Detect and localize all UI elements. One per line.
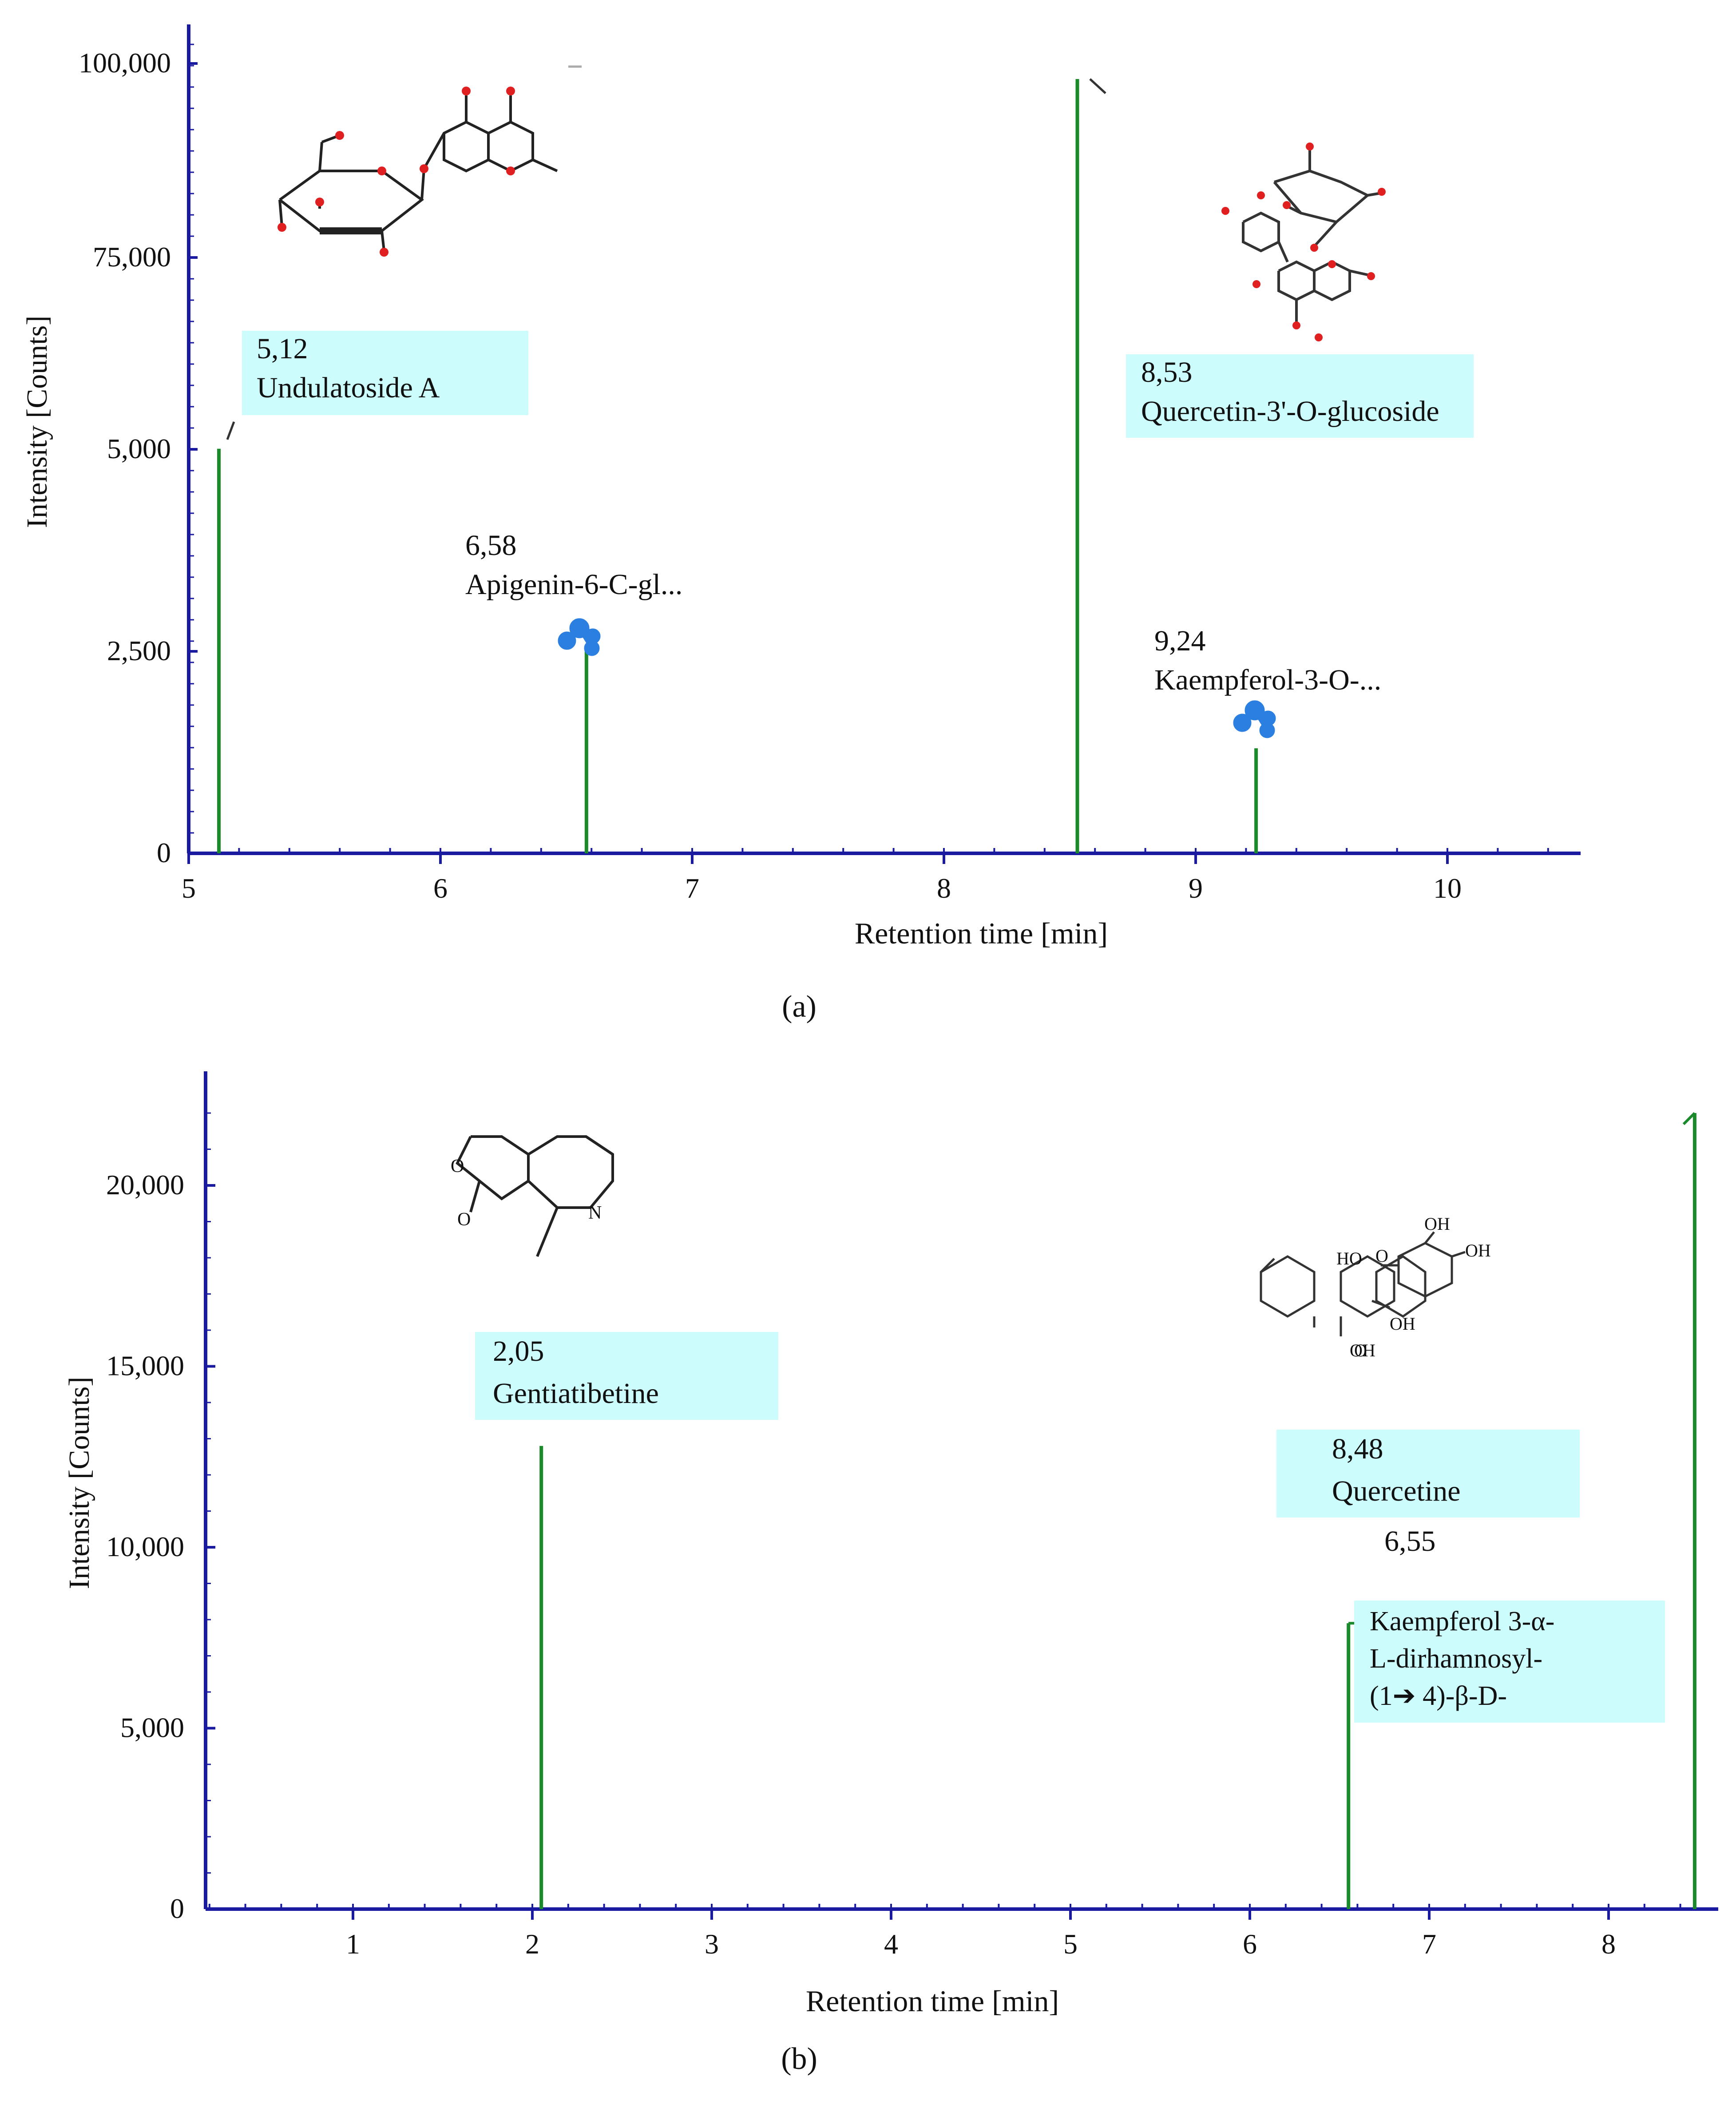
y-axis-b-label: Intensity [Counts]: [63, 1377, 95, 1589]
undulatoside-structure: [277, 87, 558, 257]
panel-b-chart: 1 2 3 4 5 6 7 8 0 5,000 10,000 15,000 20,000 Retent…: [63, 1071, 1718, 2018]
panel-b-label: (b): [781, 2042, 817, 2076]
peak-compound-label: Kaempferol 3-α- L-dirhamnosyl- (1➔ 4)-β-D-: [1370, 1606, 1554, 1711]
peak-compound-label: Quercetin-3'-O-glucoside: [1141, 395, 1439, 428]
x-tick-label: 1: [346, 1928, 360, 1960]
x-tick-label: 8: [937, 872, 951, 904]
x-tick-label: 5: [1063, 1928, 1078, 1960]
peak-cap: [1682, 1112, 1696, 1125]
label-line: (1➔ 4)-β-D-: [1370, 1681, 1507, 1711]
peak-rt-label: 2,05: [493, 1335, 544, 1367]
oxygen-atom: O: [457, 1209, 471, 1230]
y-axis-b-ticks: 0 5,000 10,000 15,000 20,000: [106, 1112, 215, 1924]
x-tick-label: 6: [1243, 1928, 1257, 1960]
x-axis-a-label: Retention time [min]: [855, 916, 1108, 950]
x-tick-label: 7: [1422, 1928, 1436, 1960]
x-axis-b-minor-ticks: [208, 1904, 1681, 1909]
x-tick-label: 7: [685, 872, 699, 904]
label-line: Kaempferol 3-α-: [1370, 1606, 1554, 1636]
y-tick-label: 15,000: [106, 1350, 184, 1382]
peak-rt-label: 9,24: [1154, 625, 1206, 657]
peak-rt-label: 6,55: [1384, 1525, 1436, 1557]
y-tick-label: 0: [170, 1893, 184, 1924]
quercetin-structure: OH OH HO O OH OH O: [1260, 1214, 1491, 1360]
x-axis-a-minor-ticks: [188, 848, 1549, 853]
nitrogen-atom: N: [588, 1203, 602, 1223]
peak-compound-label: Undulatoside A: [257, 372, 440, 404]
atom-label: OH: [1424, 1214, 1450, 1234]
gentiatibetine-structure: O O N: [451, 1135, 614, 1257]
y-tick-label: 20,000: [106, 1169, 184, 1201]
peak-label-box-quercetine: [1276, 1430, 1580, 1518]
atom-label: OH: [1350, 1340, 1375, 1360]
x-axis-b-label: Retention time [min]: [806, 1984, 1059, 2018]
x-tick-label: 9: [1189, 872, 1203, 904]
y-tick-label: 2,500: [107, 635, 171, 666]
atom-label: O: [1354, 1340, 1367, 1360]
peak-rt-label: 5,12: [257, 333, 308, 365]
x-tick-label: 4: [884, 1928, 898, 1960]
oxygen-atom: O: [451, 1156, 464, 1177]
x-tick-label: 2: [525, 1928, 539, 1960]
y-tick-label: 0: [157, 837, 171, 868]
y-tick-label: 75,000: [93, 241, 171, 273]
axis-break-mark: [1089, 78, 1106, 94]
y-tick-label: 10,000: [106, 1531, 184, 1562]
peak-label-box-kaempferol: [1354, 1601, 1665, 1723]
peak-label-box-undulatoside: [242, 331, 528, 415]
peak-compound-label: Apigenin-6-C-gl...: [465, 568, 682, 601]
atom-label: OH: [1390, 1314, 1415, 1334]
peak-compound-label: Quercetine: [1332, 1475, 1461, 1507]
x-tick-label: 5: [182, 872, 196, 904]
atom-label: O: [1375, 1246, 1388, 1266]
x-tick-label: 8: [1601, 1928, 1616, 1960]
x-tick-label: 10: [1433, 872, 1462, 904]
x-axis-a-ticks: 5 6 7 8 9 10: [182, 853, 1462, 904]
peak-rt-label: 8,53: [1141, 356, 1193, 388]
peak-rt-label: 8,48: [1332, 1433, 1383, 1465]
y-tick-label: 5,000: [120, 1712, 184, 1743]
x-axis-b-ticks: 1 2 3 4 5 6 7 8: [346, 1909, 1616, 1960]
panel-a-chart: 5 6 7 8 9 10 0 2,500 5,000 75,000 100,000 Retenti…: [21, 24, 1581, 950]
peak-compound-label: Gentiatibetine: [493, 1377, 659, 1410]
quercetin-glucoside-structure: [1221, 143, 1386, 341]
peak-label-box-quercetin-glucoside: [1126, 354, 1474, 438]
y-tick-label: 5,000: [107, 433, 171, 464]
peak-rt-label: 6,58: [465, 529, 517, 562]
peak-label-box-gentiatibetine: [475, 1332, 778, 1420]
molecule-icon: [1233, 700, 1276, 738]
x-tick-label: 6: [433, 872, 448, 904]
axis-break-mark: [226, 421, 235, 440]
panel-b-peaks: [539, 1112, 1696, 1909]
panel-a-label: (a): [782, 990, 816, 1024]
atom-label: OH: [1465, 1240, 1491, 1260]
x-tick-label: 3: [705, 1928, 719, 1960]
y-tick-label: 100,000: [79, 47, 171, 79]
atom-label: HO: [1336, 1248, 1362, 1268]
label-line: L-dirhamnosyl-: [1370, 1644, 1542, 1674]
y-axis-a-label: Intensity [Counts]: [21, 316, 53, 528]
peak-compound-label: Kaempferol-3-O-...: [1154, 664, 1381, 696]
panel-a-peaks: [217, 79, 1258, 853]
y-axis-a-ticks: 0 2,500 5,000 75,000 100,000: [79, 44, 198, 868]
molecule-icon: [558, 618, 601, 656]
